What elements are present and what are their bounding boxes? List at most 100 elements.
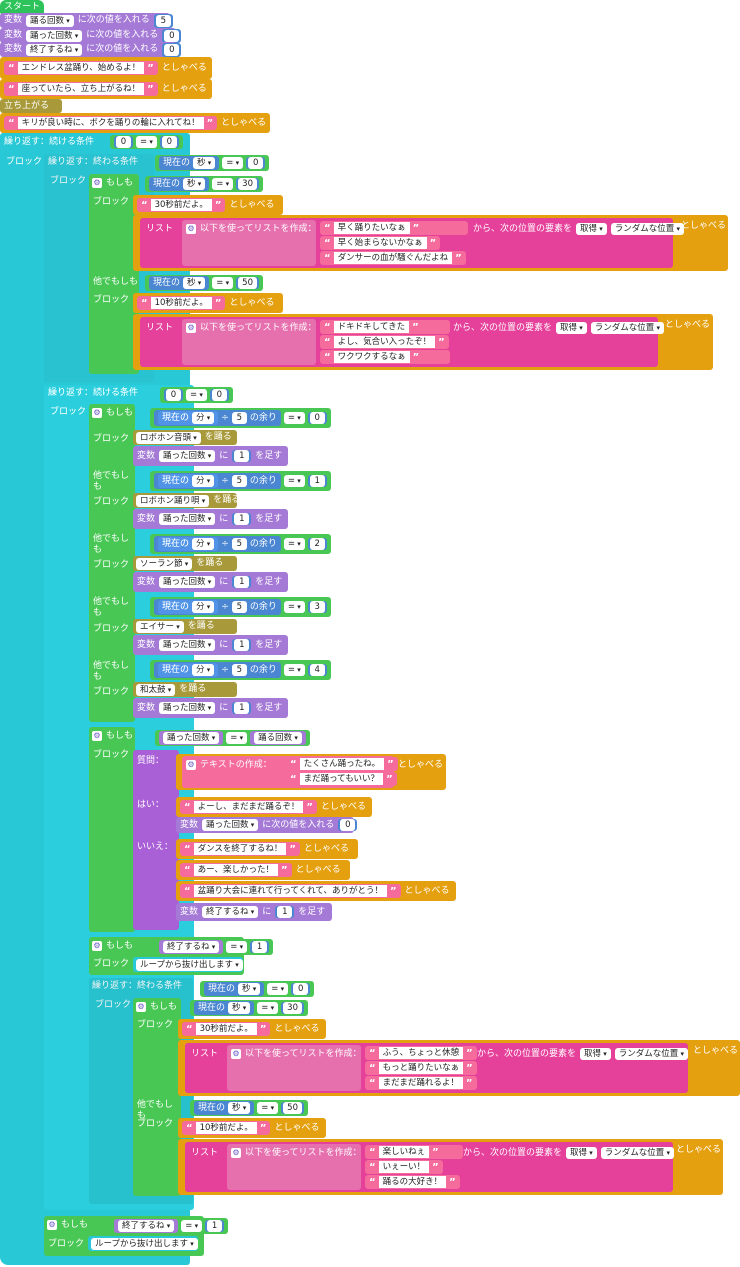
list-item[interactable]: “もっと踊りたいなぁ” — [365, 1061, 477, 1075]
eq-dropdown[interactable]: = — [136, 136, 157, 148]
string-field[interactable]: エンドレス盆踊り、始めるよ！ — [17, 62, 145, 74]
string-field[interactable]: まだまだ踊れるよ！ — [378, 1077, 463, 1089]
break-loop-block[interactable]: ループから抜け出します — [88, 1236, 198, 1251]
string-field[interactable]: キリが良い時に、ボクを踊りの輪に入れてね！ — [17, 117, 204, 129]
say-no-block-3[interactable]: “盆踊り大会に連れて行ってくれて、ありがとう！” としゃべる — [176, 881, 456, 901]
string-field[interactable]: 早く踊りたいなぁ — [333, 222, 410, 234]
list-get-block[interactable]: リスト ⚙ 以下を使ってリストを作成： “ドキドキしてきた” “よし、気合い入っ… — [140, 317, 665, 367]
string-block[interactable]: “よーし、まだまだ踊るぞ！” — [180, 800, 317, 814]
value-block[interactable]: 0 — [162, 42, 182, 57]
eq-dropdown[interactable]: = — [283, 475, 305, 487]
string-field[interactable]: ふう、ちょっと休憩 — [378, 1047, 464, 1059]
condition-block[interactable]: 終了するね = 1 — [110, 1218, 229, 1234]
say-10-block[interactable]: “10秒前だよ。” としゃべる — [133, 293, 283, 313]
string-field[interactable]: ドキドキしてきた — [333, 321, 410, 333]
var-dropdown[interactable]: 踊った回数 — [159, 513, 216, 525]
number-field[interactable]: 1 — [277, 906, 293, 918]
string-field[interactable]: 盆踊り大会に連れて行ってくれて、ありがとう！ — [193, 885, 387, 897]
eq-dropdown[interactable]: = — [283, 538, 305, 550]
list-create-block[interactable]: ⚙ 以下を使ってリストを作成： — [227, 1045, 362, 1091]
list-item[interactable]: “ふう、ちょっと休憩” — [365, 1046, 477, 1060]
number-field[interactable]: 0 — [116, 136, 131, 148]
say-30-block[interactable]: “30秒前だよ。” としゃべる — [133, 195, 283, 215]
string-block[interactable]: “たくさん踊ったね。” — [286, 757, 398, 771]
number-field[interactable]: 5 — [231, 664, 247, 676]
string-field[interactable]: 30秒前だよ。 — [150, 199, 212, 211]
if-question-block[interactable]: ⚙ もしも ブロック — [89, 727, 135, 932]
gear-icon[interactable]: ⚙ — [92, 178, 102, 188]
dance-block[interactable]: ロボホン音頭を踊る — [133, 430, 237, 445]
string-field[interactable]: まだ踊ってもいい？ — [299, 773, 384, 785]
string-field[interactable]: 踊るの大好き！ — [378, 1176, 447, 1188]
current-time-block[interactable]: 現在の秒 — [149, 276, 210, 290]
list-item[interactable]: “ワクワクするなぁ” — [320, 350, 450, 364]
say-yes-block[interactable]: “よーし、まだまだ踊るぞ！” としゃべる — [176, 797, 372, 817]
var-dropdown[interactable]: 終了するね — [202, 906, 259, 918]
list-create-block[interactable]: ⚙ 以下を使ってリストを作成： — [227, 1144, 362, 1190]
string-block[interactable]: “30秒前だよ。” — [137, 198, 226, 212]
var-dropdown[interactable]: 踊る回数 — [26, 14, 74, 27]
add-danced-block[interactable]: 変数踊った回数に1を足す — [133, 572, 288, 592]
break-loop-block[interactable]: ループから抜け出します — [133, 957, 243, 972]
start-hat-block[interactable]: スタート — [0, 0, 44, 14]
set-var-block-3[interactable]: 変数 終了するね に次の値を入れる 0 — [0, 42, 182, 57]
current-time-block[interactable]: 現在の分 — [158, 474, 219, 488]
var-block[interactable]: 終了するね — [114, 1219, 179, 1233]
value-block[interactable]: 0 — [162, 28, 182, 43]
say-10-block-2[interactable]: “10秒前だよ。” としゃべる — [178, 1118, 326, 1138]
list-get-block[interactable]: リスト ⚙ 以下を使ってリストを作成： “早く踊りたいなぁ” “早く始まらないか… — [140, 218, 685, 268]
gear-icon[interactable]: ⚙ — [186, 224, 196, 234]
list-create-block[interactable]: ⚙ 以下を使ってリストを作成： — [182, 319, 317, 365]
string-field[interactable]: よし、気合い入ったぞ！ — [333, 336, 436, 348]
set-var-block-1[interactable]: 変数 踊る回数 に次の値を入れる 5 — [0, 13, 173, 28]
add-danced-block[interactable]: 変数踊った回数に1を足す — [133, 446, 288, 466]
current-time-block[interactable]: 現在の秒 — [159, 156, 220, 170]
get-dropdown[interactable]: 取得 — [556, 322, 587, 334]
string-field[interactable]: あー、楽しかった！ — [193, 864, 278, 876]
dance-dropdown[interactable]: ソーラン節 — [136, 557, 193, 570]
string-field[interactable]: たくさん踊ったね。 — [299, 758, 385, 770]
string-block[interactable]: “あー、楽しかった！” — [180, 863, 292, 877]
eq-dropdown[interactable]: = — [212, 178, 234, 190]
unit-dropdown[interactable]: 分 — [192, 538, 215, 550]
unit-dropdown[interactable]: 分 — [192, 412, 215, 424]
break-dropdown[interactable]: ループから抜け出します — [136, 958, 243, 971]
number-field[interactable]: 30 — [238, 178, 257, 190]
string-block[interactable]: “座っていたら、立ち上がるね！” — [4, 82, 158, 96]
unit-dropdown[interactable]: 秒 — [183, 277, 206, 289]
get-dropdown[interactable]: 取得 — [576, 223, 607, 235]
list-item[interactable]: “ダンサーの血が騒ぐんだよね” — [320, 251, 466, 265]
string-field[interactable]: 30秒前だよ。 — [195, 1023, 257, 1035]
eq-dropdown[interactable]: = — [186, 389, 207, 401]
current-time-block[interactable]: 現在の秒 — [204, 982, 265, 996]
string-block[interactable]: “エンドレス盆踊り、始めるよ！” — [4, 61, 158, 75]
get-dropdown[interactable]: 取得 — [580, 1048, 611, 1060]
gear-icon[interactable]: ⚙ — [231, 1049, 241, 1059]
number-field[interactable]: 1 — [234, 576, 250, 588]
number-field[interactable]: 0 — [248, 157, 264, 169]
unit-dropdown[interactable]: 秒 — [228, 1102, 251, 1114]
position-dropdown[interactable]: ランダムな位置 — [590, 322, 665, 334]
var-dropdown[interactable]: 踊った回数 — [159, 702, 216, 714]
number-field[interactable]: 0 — [164, 43, 180, 56]
dance-dropdown[interactable]: 和太鼓 — [136, 683, 176, 696]
remainder-value[interactable]: 1 — [309, 475, 325, 487]
add-danced-block[interactable]: 変数踊った回数に1を足す — [133, 635, 288, 655]
eq-dropdown[interactable]: = — [257, 1102, 279, 1114]
number-field[interactable]: 5 — [231, 538, 247, 550]
list-item[interactable]: “早く踊りたいなぁ” — [320, 221, 468, 235]
gear-icon[interactable]: ⚙ — [186, 760, 196, 770]
list-item[interactable]: “よし、気合い入ったぞ！” — [320, 335, 449, 349]
dance-block[interactable]: 和太鼓を踊る — [133, 682, 237, 697]
eq-dropdown[interactable]: = — [283, 601, 305, 613]
add-quit-block[interactable]: 変数 終了するね に 1 を足す — [176, 903, 332, 921]
add-danced-block[interactable]: 変数踊った回数に1を足す — [133, 509, 288, 529]
current-time-block[interactable]: 現在の分 — [158, 411, 219, 425]
say-no-block-1[interactable]: “ダンスを終了するね！” としゃべる — [176, 839, 358, 859]
